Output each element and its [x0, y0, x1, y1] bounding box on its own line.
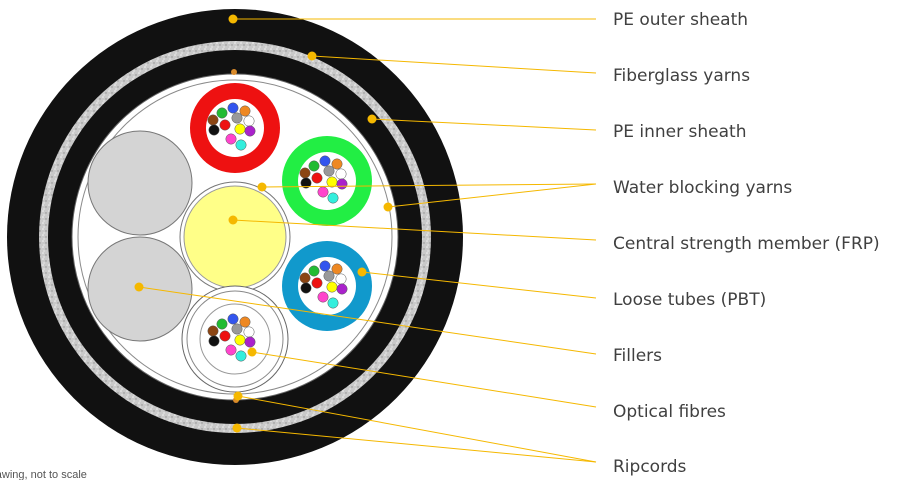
optical-fibre — [243, 115, 255, 127]
optical-fibre — [300, 177, 312, 189]
leader-line-fiberglass-yarns — [311, 55, 597, 74]
optical-fibre — [208, 335, 220, 347]
optical-fibre — [244, 336, 256, 348]
leader-line-water-blocking-yarns-1 — [261, 183, 597, 188]
optical-fibre — [327, 192, 339, 204]
pointer-dot-ripcord-1 — [233, 391, 243, 401]
optical-fibre — [323, 165, 335, 177]
optical-fibre — [231, 323, 243, 335]
pointer-dot-central-strength-member — [228, 215, 238, 225]
leader-line-pe-inner-sheath — [371, 118, 597, 131]
pointer-dots — [134, 14, 393, 433]
label-pe-inner-sheath: PE inner sheath — [613, 122, 746, 142]
optical-fibre — [235, 350, 247, 362]
optical-fibre — [219, 119, 231, 131]
fibre-group-red-tube — [207, 102, 256, 151]
optical-fibre — [299, 272, 311, 284]
pointer-dot-fillers — [134, 282, 144, 292]
pointer-dot-water-blocking-2 — [383, 202, 393, 212]
optical-fibre — [336, 283, 348, 295]
leader-lines — [138, 18, 597, 463]
optical-fibre — [225, 344, 237, 356]
optical-fibre — [207, 325, 219, 337]
optical-fibre — [300, 282, 312, 294]
label-loose-tubes: Loose tubes (PBT) — [613, 290, 766, 310]
leader-line-water-blocking-yarns-2 — [387, 183, 597, 208]
label-pe-outer-sheath: PE outer sheath — [613, 10, 748, 30]
fibre-group-clear-tube — [207, 313, 256, 362]
label-ripcords: Ripcords — [613, 457, 687, 477]
optical-fibre — [317, 186, 329, 198]
optical-fibre — [225, 133, 237, 145]
leader-line-ripcords-1 — [237, 395, 597, 463]
optical-fibre — [335, 168, 347, 180]
label-fillers: Fillers — [613, 346, 662, 366]
optical-fibre — [331, 263, 343, 275]
optical-fibre — [327, 297, 339, 309]
leader-line-fillers — [138, 286, 597, 355]
optical-fibre — [234, 334, 246, 346]
fibre-group-blue-tube — [299, 260, 348, 309]
optical-fibre — [331, 158, 343, 170]
optical-fibre — [308, 265, 320, 277]
leader-line-optical-fibres — [251, 351, 597, 408]
label-water-blocking-yarns: Water blocking yarns — [613, 178, 792, 198]
optical-fibre — [311, 172, 323, 184]
optical-fibre — [326, 176, 338, 188]
optical-fibre — [227, 102, 239, 114]
optical-fibre — [326, 281, 338, 293]
optical-fibre — [227, 313, 239, 325]
label-optical-fibres: Optical fibres — [613, 402, 726, 422]
optical-fibre — [239, 316, 251, 328]
label-central-strength-member: Central strength member (FRP) — [613, 234, 880, 254]
optical-fibre — [308, 160, 320, 172]
optical-fibre — [243, 326, 255, 338]
pointer-dot-pe-outer-sheath — [228, 14, 238, 24]
optical-fibre — [319, 155, 331, 167]
leader-line-ripcords-2 — [236, 427, 597, 463]
pointer-dot-pe-inner-sheath — [367, 114, 377, 124]
optical-fibre — [216, 107, 228, 119]
filler-top — [87, 130, 193, 236]
optical-fibre — [239, 105, 251, 117]
pointer-dot-optical-fibres — [247, 347, 257, 357]
leader-line-loose-tubes — [361, 271, 597, 299]
ripcord-top — [231, 69, 237, 75]
pointer-dot-loose-tubes — [357, 267, 367, 277]
optical-fibre — [323, 270, 335, 282]
optical-fibre — [311, 277, 323, 289]
central-strength-member — [183, 185, 287, 289]
optical-fibre — [219, 330, 231, 342]
optical-fibre — [216, 318, 228, 330]
optical-fibre — [299, 167, 311, 179]
optical-fibre — [208, 124, 220, 136]
pointer-dot-fiberglass-yarns — [307, 51, 317, 61]
pointer-dot-water-blocking-1 — [257, 182, 267, 192]
optical-fibre — [336, 178, 348, 190]
optical-fibre — [317, 291, 329, 303]
scale-note: drawing, not to scale — [0, 469, 87, 480]
fibre-group-green-tube — [299, 155, 348, 204]
optical-fibre — [235, 139, 247, 151]
optical-fibre — [231, 112, 243, 124]
label-fiberglass-yarns: Fiberglass yarns — [613, 66, 750, 86]
optical-fibre — [207, 114, 219, 126]
leader-line-central-strength-member — [232, 219, 597, 241]
optical-fibre — [319, 260, 331, 272]
optical-fibre — [234, 123, 246, 135]
pointer-dot-ripcord-2 — [232, 423, 242, 433]
optical-fibre — [335, 273, 347, 285]
optical-fibre — [244, 125, 256, 137]
